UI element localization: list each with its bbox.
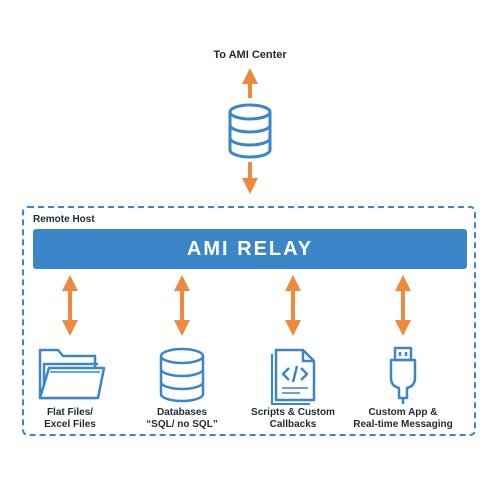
databases-label-line2: “SQL/ no SQL” [146,419,218,430]
databases-label-line1: Databases [156,407,208,418]
scripts-label: Scripts & Custom Callbacks [228,407,358,431]
scripts-label-line2: Callbacks [269,419,317,430]
databases-label: Databases “SQL/ no SQL” [117,407,247,431]
to-ami-center-label: To AMI Center [213,49,287,61]
custom-app-label-line1: Custom App & [368,407,438,418]
usb-plug-icon [389,346,417,404]
ami-relay-bar: AMI RELAY [33,229,467,269]
flat-files-label-line1: Flat Files/ [46,407,94,418]
code-file-icon [271,348,316,405]
flat-files-label-line2: Excel Files [44,419,96,430]
scripts-label-line1: Scripts & Custom [251,407,335,418]
database-icon [159,347,205,403]
remote-host-container [22,206,476,436]
ami-relay-label: AMI RELAY [186,237,314,260]
folder-icon [38,348,106,400]
remote-host-label: Remote Host [33,214,95,225]
custom-app-label: Custom App & Real-time Messaging [338,407,468,431]
custom-app-label-line2: Real-time Messaging [353,419,453,430]
flat-files-label: Flat Files/ Excel Files [5,407,135,431]
ami-center-database-icon [228,103,272,159]
